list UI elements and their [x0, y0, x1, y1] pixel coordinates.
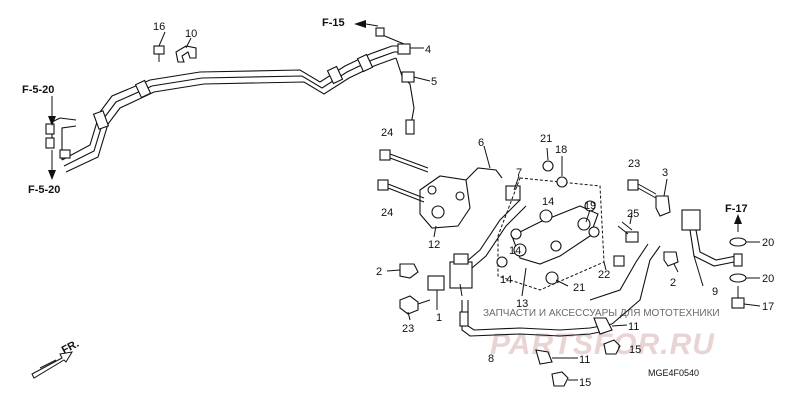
callout-15a: 15	[629, 344, 641, 356]
callout-23a: 23	[628, 158, 640, 170]
callout-19: 19	[584, 200, 596, 212]
callout-4: 4	[425, 44, 431, 56]
bolt-23-lower	[399, 295, 431, 315]
bolt-24-lower	[377, 179, 425, 203]
callout-9: 9	[712, 286, 718, 298]
ref-f15: F-15	[322, 17, 345, 29]
washer-20-upper	[729, 237, 747, 247]
ref-f520-bottom: F-5-20	[28, 184, 60, 196]
callout-2a: 2	[376, 266, 382, 278]
clip-2-left	[399, 263, 419, 279]
ref-f17: F-17	[725, 203, 748, 215]
callout-18: 18	[555, 144, 567, 156]
callout-1: 1	[436, 312, 442, 324]
hose-joint-block	[427, 253, 473, 291]
bracket-group	[496, 160, 625, 291]
callout-14b: 14	[509, 245, 521, 257]
bolt-16	[153, 45, 165, 62]
callout-17: 17	[762, 301, 774, 313]
callout-21a: 21	[540, 133, 552, 145]
callout-15b: 15	[579, 377, 591, 389]
callout-6: 6	[478, 137, 484, 149]
bracket-3	[655, 195, 671, 217]
callout-3: 3	[662, 167, 668, 179]
callout-7: 7	[516, 167, 522, 179]
bolt-15-upper	[603, 339, 621, 355]
callout-22: 22	[598, 269, 610, 281]
callout-14a: 14	[542, 196, 554, 208]
fitting-11-lower	[535, 349, 553, 365]
watermark-text: ЗАПЧАСТИ И АКСЕССУАРЫ ДЛЯ МОТОТЕХНИКИ	[483, 308, 720, 319]
valve-12	[419, 167, 503, 229]
fitting-11-upper	[593, 317, 613, 335]
callout-20b: 20	[762, 273, 774, 285]
callout-25: 25	[627, 208, 639, 220]
callout-24a: 24	[381, 127, 393, 139]
callout-11b: 11	[579, 354, 590, 366]
front-arrow-icon	[31, 351, 73, 379]
leader-lines	[158, 31, 761, 381]
callout-2b: 2	[670, 277, 676, 289]
callout-13: 13	[516, 298, 528, 310]
callout-23b: 23	[402, 323, 414, 335]
pipe-clamp-10	[175, 45, 197, 63]
clip-2-right	[663, 251, 679, 267]
ref-front: FR.	[60, 338, 81, 357]
callout-16: 16	[153, 21, 165, 33]
callout-20a: 20	[762, 237, 774, 249]
callout-14c: 14	[500, 274, 512, 286]
bolt-24-upper	[379, 149, 429, 173]
callout-24b: 24	[381, 207, 393, 219]
washer-20-lower	[729, 273, 747, 283]
callout-5: 5	[431, 76, 437, 88]
brake-hose-9	[681, 209, 743, 267]
bolt-25	[617, 221, 639, 243]
brake-hose-main	[459, 185, 661, 337]
reference-arrows	[48, 20, 742, 232]
callout-10: 10	[185, 28, 197, 40]
callout-8: 8	[488, 353, 494, 365]
diagram-code: MGE4F0540	[648, 368, 699, 378]
bolt-17	[731, 286, 745, 309]
callout-21b: 21	[573, 282, 585, 294]
upper-brake-pipes	[45, 27, 415, 173]
callout-11a: 11	[628, 321, 639, 333]
callout-12: 12	[428, 239, 440, 251]
ref-f520-top: F-5-20	[22, 84, 54, 96]
bolt-23-upper	[627, 179, 657, 199]
bolt-15-lower	[551, 371, 569, 387]
